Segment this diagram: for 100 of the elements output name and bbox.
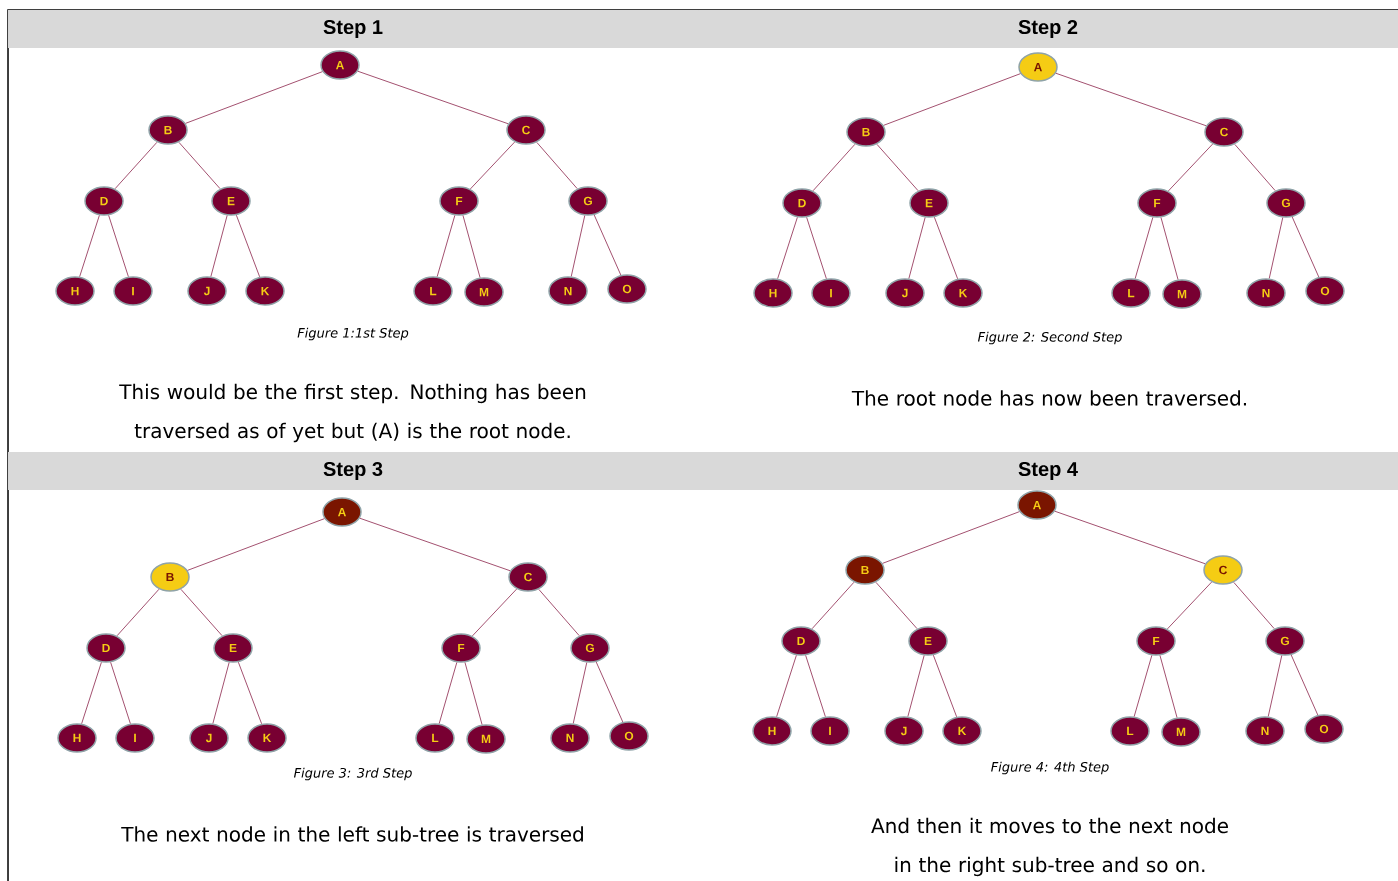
node-label: Step 3 [323, 461, 383, 481]
tree-node: H [55, 276, 95, 306]
tree-node: G [1265, 626, 1305, 656]
tree-edge [536, 141, 578, 190]
tree-edge [538, 588, 580, 637]
tree-edge [933, 216, 959, 280]
tree-node: M [464, 277, 504, 307]
tree-edge [462, 214, 481, 279]
node-label: Step 2 [1018, 19, 1078, 39]
tree-edge [570, 215, 586, 277]
tree-edge [1055, 72, 1207, 127]
tree-node: C [506, 115, 546, 145]
tree-edge [81, 661, 102, 725]
step-header: Step 1 [8, 10, 698, 48]
tree-node: B [148, 115, 188, 145]
tree-edge [469, 141, 516, 190]
tree-edge [1133, 654, 1153, 718]
tree-edge [806, 216, 827, 280]
tree-edge [237, 661, 263, 725]
tree-node: E [213, 633, 253, 663]
tree-node: H [57, 723, 97, 753]
tree-edge [572, 662, 588, 724]
tree-node: B [846, 117, 886, 147]
tree-node: K [943, 278, 983, 308]
tree-node: L [1111, 278, 1151, 308]
tree-node: I [811, 278, 851, 308]
tree-node: E [908, 626, 948, 656]
tree-node: G [568, 186, 608, 216]
tree-edge [1159, 654, 1178, 719]
tree-edge [212, 661, 230, 725]
tree-edge [438, 661, 458, 725]
tree-edge [595, 661, 624, 723]
tree-node: L [413, 276, 453, 306]
tree-edge [110, 661, 131, 725]
tree-edge [932, 654, 958, 718]
tree-node: A [1017, 490, 1057, 520]
tree-node: N [548, 276, 588, 306]
tree-node: C [1204, 117, 1244, 147]
tree-edge [114, 141, 158, 190]
tree-node: I [113, 276, 153, 306]
tree-edge [471, 588, 518, 637]
tree-node: L [1110, 716, 1150, 746]
tree-node: G [570, 633, 610, 663]
tree-edge [359, 517, 511, 572]
tree-node: K [942, 716, 982, 746]
tree-node: J [885, 278, 925, 308]
tree-edge [210, 214, 228, 278]
tree-node: O [607, 274, 647, 304]
tree-edge [1268, 217, 1284, 279]
description-text: The next node in the left sub-tree is traversed [121, 826, 583, 842]
tree-edge [811, 581, 855, 630]
tree-edge [178, 141, 221, 190]
tree-edge [185, 71, 323, 124]
tree-edge [1290, 654, 1319, 716]
tree-node: L [415, 723, 455, 753]
tree-edge [235, 214, 261, 278]
tree-edge [180, 588, 223, 637]
tree-edge [908, 216, 926, 280]
tree-node: B [845, 555, 885, 585]
tree-node: J [187, 276, 227, 306]
description-text: The root node has now been traversed. [851, 390, 1246, 406]
tree-node: A [320, 50, 360, 80]
tree-node: H [753, 278, 793, 308]
tree-edge [875, 581, 918, 630]
tree-node: M [466, 724, 506, 754]
tree-edge [1291, 216, 1320, 278]
tree-edge [1167, 143, 1214, 192]
tree-node: N [550, 723, 590, 753]
tree-edge [116, 588, 160, 637]
tree-edge [79, 214, 100, 278]
step-header: Step 3 [8, 452, 698, 490]
description-text: This would be the first step. Nothing has been traversed as of yet but (A) is the root node. [119, 383, 586, 443]
step-header: Step 4 [698, 452, 1398, 490]
tree-node: H [752, 716, 792, 746]
tree-node: O [1304, 714, 1344, 744]
tree-node: D [782, 188, 822, 218]
tree-edge [108, 214, 129, 278]
tree-edge [357, 70, 509, 125]
tree-node: F [1136, 626, 1176, 656]
tree-node: M [1162, 279, 1202, 309]
tree-node: C [508, 562, 548, 592]
tree-node: F [1137, 188, 1177, 218]
tree-edge [1134, 216, 1154, 280]
tree-edge [1160, 216, 1179, 281]
tree-node: G [1266, 188, 1306, 218]
tree-node: D [781, 626, 821, 656]
tree-edge [1267, 655, 1283, 717]
tree-node: J [884, 716, 924, 746]
tree-node: A [322, 497, 362, 527]
tree-edge [812, 143, 856, 192]
tree-node: E [211, 186, 251, 216]
tree-edge [882, 511, 1020, 564]
tree-edge [1166, 581, 1213, 630]
tree-edge [805, 654, 826, 718]
tree-edge [876, 143, 919, 192]
node-label: Step 1 [323, 19, 383, 39]
tree-edge [593, 214, 622, 276]
tree-node: K [245, 276, 285, 306]
tree-edge [907, 654, 925, 718]
tree-node: E [909, 188, 949, 218]
